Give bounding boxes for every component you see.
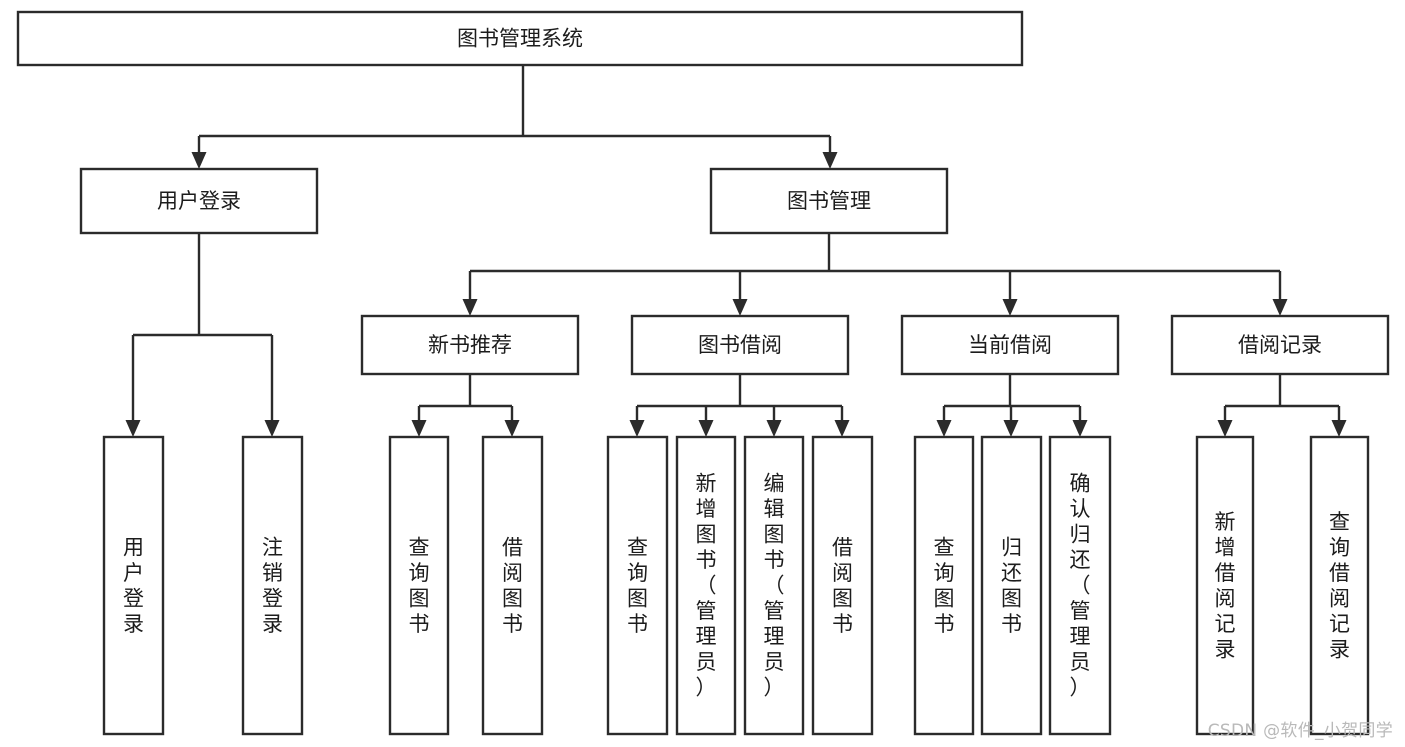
node-label: 用户登录 <box>123 535 144 636</box>
arrow-head-icon <box>1003 420 1019 437</box>
node-l-confirm-return[interactable]: 确认归还（管理员） <box>1048 435 1112 736</box>
node-l-query-book-1[interactable]: 查询图书 <box>388 435 450 736</box>
node-label: 归还图书 <box>1001 535 1022 636</box>
node-l-add-book[interactable]: 新增图书（管理员） <box>675 435 737 736</box>
node-n-user-login[interactable]: 用户登录 <box>79 167 319 235</box>
arrow-head-icon <box>504 420 520 437</box>
node-label: 注销登录 <box>262 535 283 636</box>
node-n-book-borrow[interactable]: 图书借阅 <box>630 314 850 376</box>
arrow-head-icon <box>411 420 427 437</box>
arrow-head-icon <box>822 152 838 169</box>
node-label: 新增借阅记录 <box>1215 510 1236 662</box>
node-label: 查询借阅记录 <box>1329 510 1350 662</box>
arrow-head-icon <box>1331 420 1347 437</box>
connector-group-bus-current-borrow <box>936 374 1088 437</box>
arrow-head-icon <box>1072 420 1088 437</box>
node-l-query-book-2[interactable]: 查询图书 <box>606 435 669 736</box>
connector-group-bus-borrow-record <box>1217 374 1347 437</box>
node-n-new-book-rec[interactable]: 新书推荐 <box>360 314 580 376</box>
node-label: 用户登录 <box>157 189 241 213</box>
arrow-head-icon <box>629 420 645 437</box>
arrow-head-icon <box>834 420 850 437</box>
node-l-return-book[interactable]: 归还图书 <box>980 435 1043 736</box>
connector-group-bus-user-login <box>125 233 280 437</box>
node-l-logout[interactable]: 注销登录 <box>241 435 304 736</box>
arrow-head-icon <box>1272 299 1288 316</box>
arrow-head-icon <box>125 420 141 437</box>
connector-group-bus-new-book-rec <box>411 374 520 437</box>
arrow-head-icon <box>462 299 478 316</box>
node-label: 查询图书 <box>627 535 648 636</box>
node-label: 借阅记录 <box>1238 333 1322 357</box>
node-label: 借阅图书 <box>832 535 853 636</box>
connector-group-bus-root <box>191 65 838 169</box>
node-l-borrow-book-1[interactable]: 借阅图书 <box>481 435 544 736</box>
arrow-head-icon <box>732 299 748 316</box>
node-label: 新书推荐 <box>428 333 512 357</box>
node-l-query-book-3[interactable]: 查询图书 <box>913 435 975 736</box>
node-n-book-manage[interactable]: 图书管理 <box>709 167 949 235</box>
node-label: 编辑图书（管理员） <box>764 472 785 700</box>
node-label: 当前借阅 <box>968 333 1052 357</box>
node-root[interactable]: 图书管理系统 <box>16 10 1024 67</box>
connector-layer <box>125 65 1347 437</box>
node-label: 新增图书（管理员） <box>696 472 717 700</box>
arrow-head-icon <box>1002 299 1018 316</box>
arrow-head-icon <box>1217 420 1233 437</box>
node-l-user-login[interactable]: 用户登录 <box>102 435 165 736</box>
node-label: 图书借阅 <box>698 333 782 357</box>
connector-group-bus-book-manage <box>462 233 1288 316</box>
node-l-query-record[interactable]: 查询借阅记录 <box>1309 435 1370 736</box>
arrow-head-icon <box>191 152 207 169</box>
node-label: 确认归还（管理员） <box>1070 472 1091 700</box>
node-label: 图书管理系统 <box>457 27 583 51</box>
arrow-head-icon <box>936 420 952 437</box>
node-n-borrow-record[interactable]: 借阅记录 <box>1170 314 1390 376</box>
node-label: 查询图书 <box>409 535 430 636</box>
arrow-head-icon <box>766 420 782 437</box>
arrow-head-icon <box>698 420 714 437</box>
node-layer: 图书管理系统用户登录图书管理新书推荐图书借阅当前借阅借阅记录用户登录注销登录查询… <box>16 10 1390 736</box>
node-label: 借阅图书 <box>502 535 523 636</box>
connector-group-bus-book-borrow <box>629 374 850 437</box>
arrow-head-icon <box>264 420 280 437</box>
node-l-edit-book[interactable]: 编辑图书（管理员） <box>743 435 805 736</box>
node-label: 查询图书 <box>934 535 955 636</box>
node-n-current-borrow[interactable]: 当前借阅 <box>900 314 1120 376</box>
node-l-add-record[interactable]: 新增借阅记录 <box>1195 435 1255 736</box>
node-label: 图书管理 <box>787 189 871 213</box>
node-l-borrow-book-2[interactable]: 借阅图书 <box>811 435 874 736</box>
